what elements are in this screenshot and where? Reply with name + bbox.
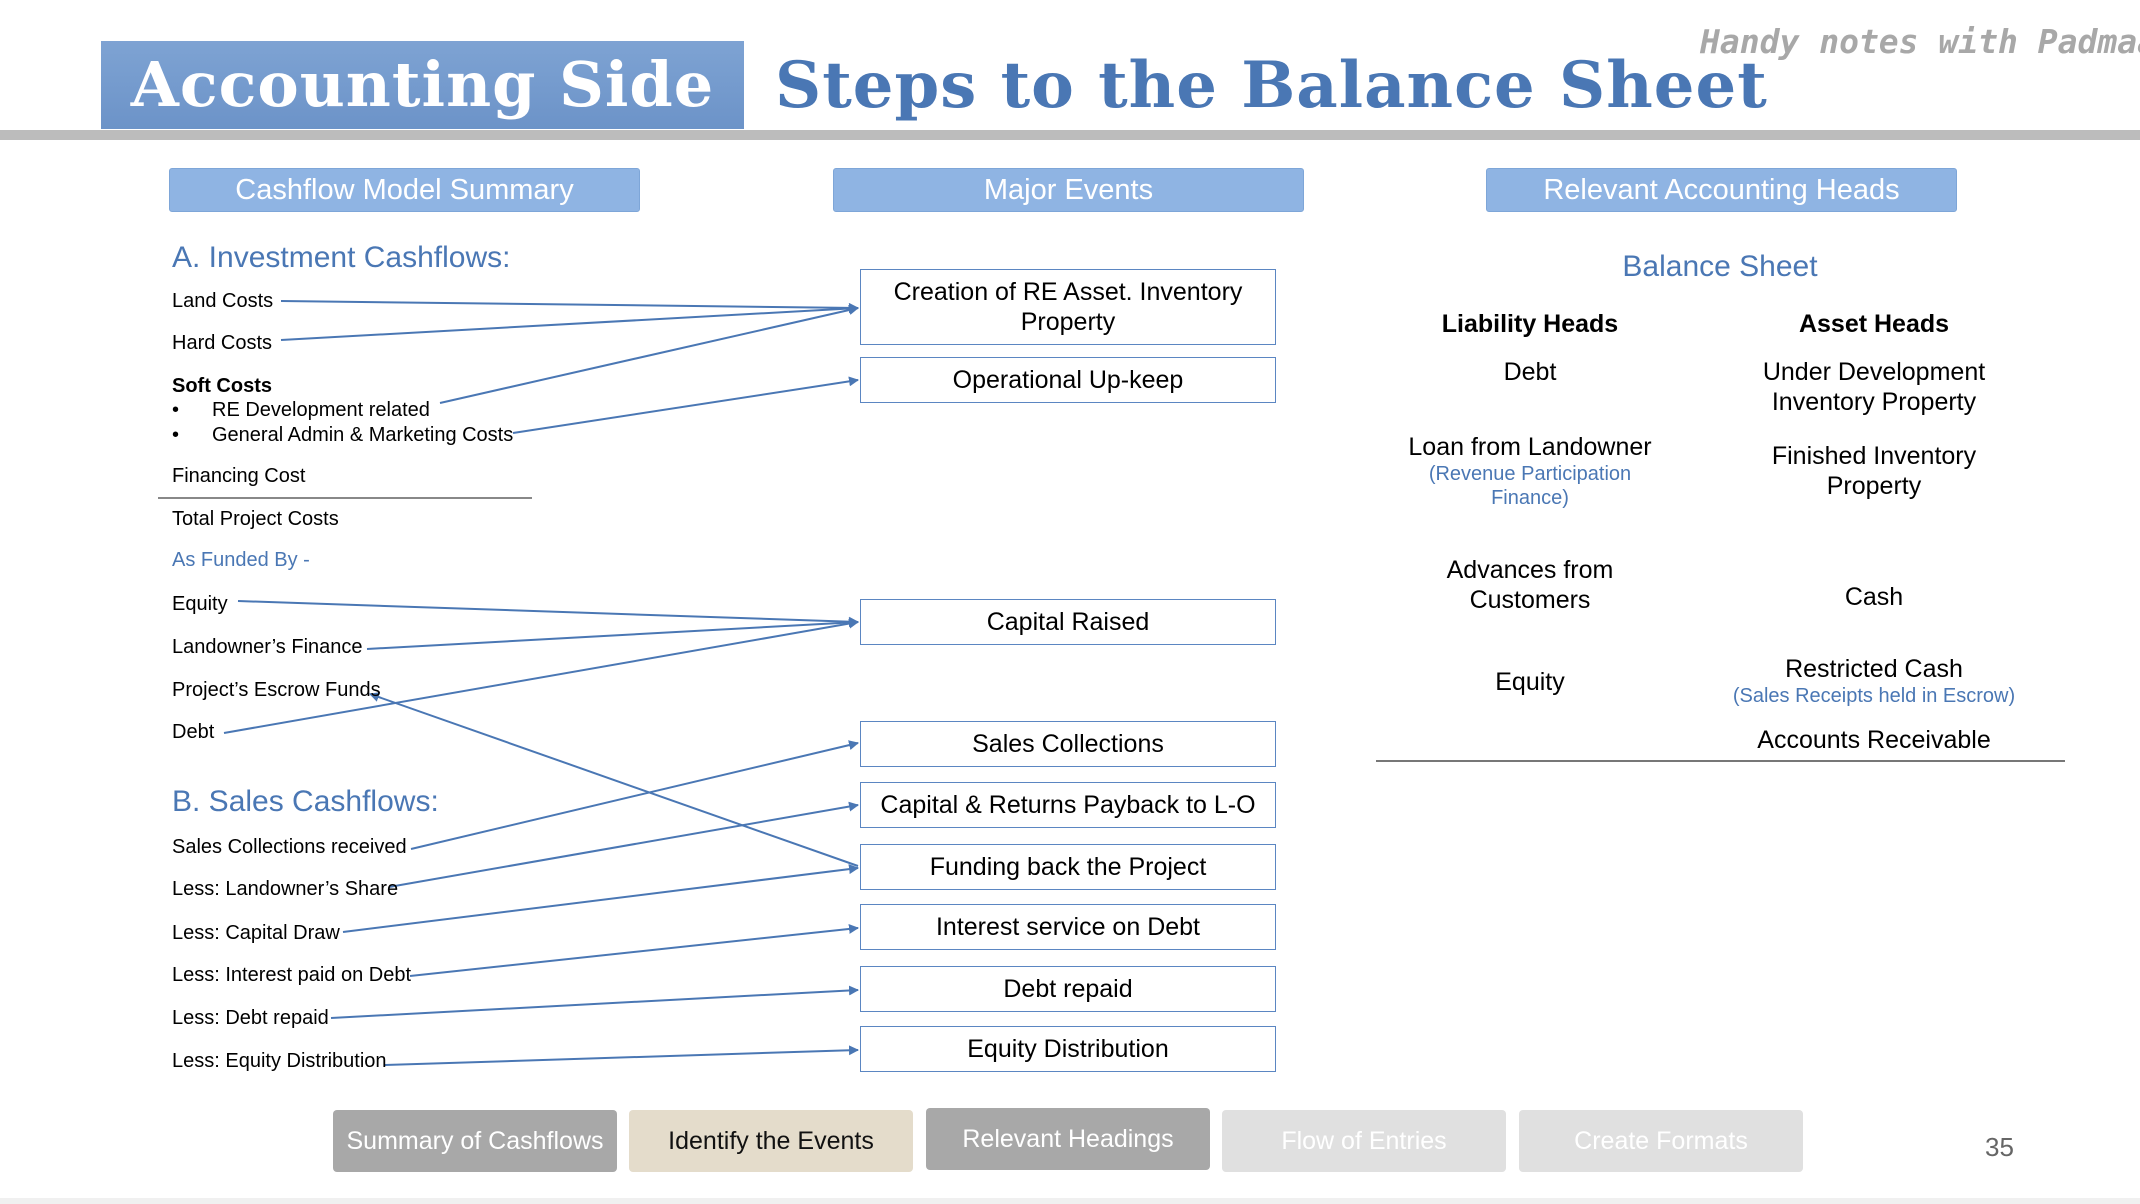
liability-heads-title: Liability Heads: [1441, 310, 1619, 338]
sales-item: Less: Landowner’s Share: [172, 878, 399, 900]
debt-label: Debt: [172, 721, 215, 743]
asset-restricted-note: (Sales Receipts held in Escrow): [1732, 685, 2016, 707]
arrow-landowner-share: [388, 801, 859, 888]
arrow-equity-distribution: [384, 1045, 859, 1066]
arrow-debt: [223, 618, 859, 734]
bottom-border: [0, 1198, 2140, 1204]
page-number: 35: [1985, 1132, 2014, 1162]
investment-cashflows-title: A. Investment Cashflows:: [172, 241, 511, 274]
event-box: Interest service on Debt: [860, 904, 1276, 950]
event-box: Creation of RE Asset. Inventory Property: [860, 269, 1276, 345]
event-box: Equity Distribution: [860, 1026, 1276, 1072]
arrow-interest: [409, 923, 859, 977]
liability-equity: Equity: [1495, 668, 1565, 696]
column-head-cashflow-summary: Cashflow Model Summary: [169, 168, 640, 212]
landowner-finance-label: Landowner’s Finance: [172, 636, 363, 658]
event-box: Operational Up-keep: [860, 357, 1276, 403]
arrow-landowner-finance: [366, 617, 859, 650]
page-title: Steps to the Balance Sheet: [775, 48, 1768, 123]
arrow-re-development: [439, 305, 859, 404]
watermark: Handy notes with Padmaa: [1700, 22, 2140, 61]
section-label: Accounting Side: [101, 41, 744, 129]
sales-cashflows-title: B. Sales Cashflows:: [172, 785, 439, 818]
asset-finished-inventory: Finished Inventory Property: [1771, 442, 1977, 500]
nav-flow-of-entries[interactable]: Flow of Entries: [1222, 1110, 1506, 1172]
equity-label: Equity: [172, 593, 228, 615]
arrow-sales-collections: [410, 740, 859, 850]
arrow-admin-marketing: [512, 376, 859, 434]
event-box: Sales Collections: [860, 721, 1276, 767]
escrow-funds-label: Project’s Escrow Funds: [172, 679, 381, 701]
nav-summary-of-cashflows[interactable]: Summary of Cashflows: [333, 1110, 617, 1172]
soft-costs-bullet: •General Admin & Marketing Costs: [172, 424, 514, 446]
arrow-capital-draw: [342, 864, 859, 933]
asset-under-development: Under Development Inventory Property: [1762, 358, 1986, 416]
arrow-debt-repaid: [330, 985, 859, 1019]
soft-costs-bullet: •RE Development related: [172, 399, 430, 421]
asset-heads-title: Asset Heads: [1798, 310, 1950, 338]
sales-item: Less: Equity Distribution: [172, 1050, 387, 1072]
soft-costs-label: Soft Costs: [172, 375, 272, 397]
asset-accounts-receivable: Accounts Receivable: [1757, 726, 1991, 754]
arrow-hard-costs: [280, 303, 859, 341]
sales-item: Sales Collections received: [172, 836, 407, 858]
balance-sheet-title: Balance Sheet: [1622, 250, 1818, 283]
land-costs-label: Land Costs: [172, 290, 274, 312]
liability-debt: Debt: [1503, 358, 1557, 386]
total-project-costs-label: Total Project Costs: [172, 508, 339, 530]
liability-advances: Advances from Customers: [1446, 556, 1614, 614]
arrow-land-costs: [280, 300, 859, 313]
total-divider: [158, 497, 532, 499]
column-head-major-events: Major Events: [833, 168, 1304, 212]
sales-item: Less: Interest paid on Debt: [172, 964, 412, 986]
financing-cost-label: Financing Cost: [172, 465, 306, 487]
column-head-accounting-heads: Relevant Accounting Heads: [1486, 168, 1957, 212]
nav-identify-the-events[interactable]: Identify the Events: [629, 1110, 913, 1172]
nav-relevant-headings[interactable]: Relevant Headings: [926, 1108, 1210, 1170]
liability-loan-note: (Revenue Participation Finance): [1428, 463, 1632, 509]
balance-sheet-divider: [1376, 760, 2065, 762]
sales-item: Less: Capital Draw: [172, 922, 340, 944]
asset-restricted-cash: Restricted Cash: [1785, 655, 1963, 683]
funded-by-label: As Funded By -: [172, 549, 310, 571]
sales-item: Less: Debt repaid: [172, 1007, 329, 1029]
event-box: Capital Raised: [860, 599, 1276, 645]
asset-cash: Cash: [1844, 583, 1904, 611]
hard-costs-label: Hard Costs: [172, 332, 273, 354]
event-box: Debt repaid: [860, 966, 1276, 1012]
header-divider: [0, 130, 2140, 140]
arrow-equity: [237, 600, 859, 627]
nav-create-formats[interactable]: Create Formats: [1519, 1110, 1803, 1172]
event-box: Capital & Returns Payback to L-O: [860, 782, 1276, 828]
liability-loan-landowner: Loan from Landowner: [1408, 433, 1652, 461]
arrow-escrow-back: [369, 692, 859, 867]
event-box: Funding back the Project: [860, 844, 1276, 890]
